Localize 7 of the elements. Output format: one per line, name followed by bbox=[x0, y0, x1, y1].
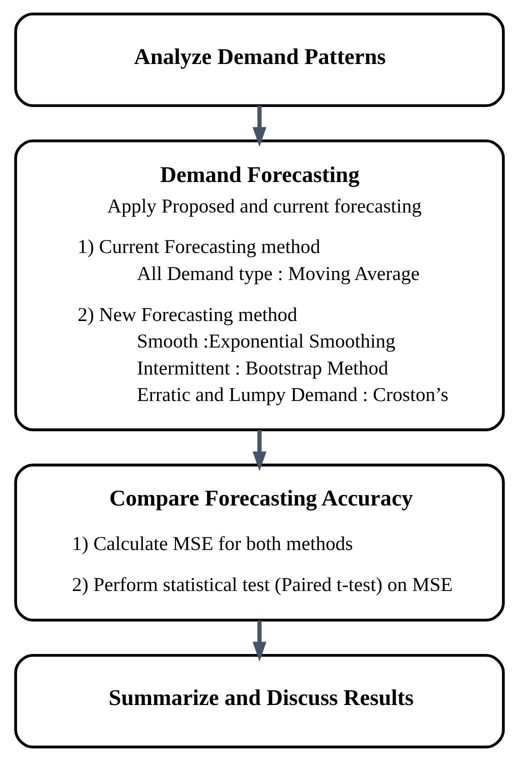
node-box: Analyze Demand Patterns bbox=[14, 12, 505, 108]
node-box: Compare Forecasting Accuracy 1) Calculate MSE for both methods 2) Perform statistical test (Paired t-test) on MSE bbox=[14, 464, 505, 622]
node-box: Demand Forecasting Apply Proposed and current forecasting 1) Current Forecasting method All Demand type : Moving Average 2) New Forecasting method Smooth :Exponential Smoothing Intermittent : Bootstrap Method Erratic and Lumpy Demand : Croston’s bbox=[14, 139, 505, 432]
arrow bbox=[252, 620, 266, 662]
arrow bbox=[252, 106, 266, 147]
node-box: Summarize and Discuss Results bbox=[14, 654, 505, 748]
arrow bbox=[252, 430, 266, 472]
